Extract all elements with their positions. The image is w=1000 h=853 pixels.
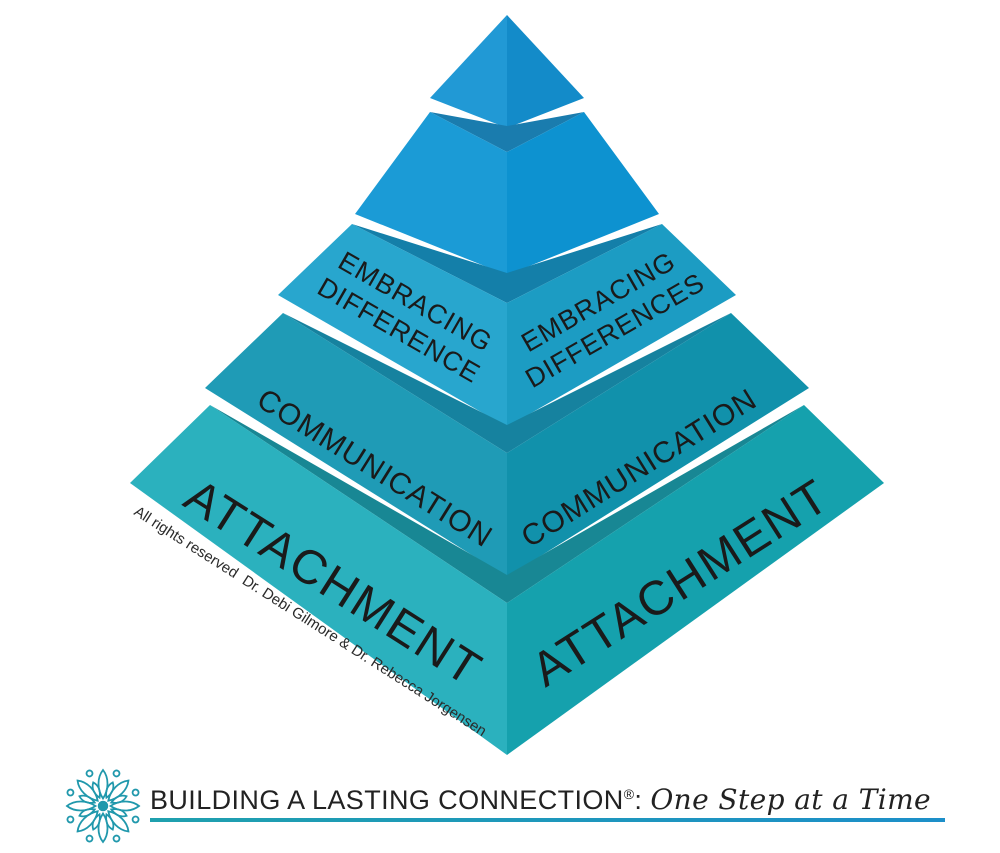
tier2-top-face-band: [430, 112, 584, 152]
mandala-center-dot: [97, 800, 109, 812]
mandala-petals: [65, 768, 141, 844]
tier3-left-face: [278, 224, 507, 427]
registered-mark: ®: [623, 786, 635, 802]
tier2-right-face: [507, 112, 659, 275]
colon-separator: :: [634, 785, 643, 815]
brand-name: BUILDING A LASTING CONNECTION: [150, 785, 624, 815]
underline-bar: [150, 818, 945, 822]
pyramid-graphic: EMBRACING DIFFERENCE EMBRACING DIFFERENC…: [130, 15, 884, 755]
tier4-top-face-band: [283, 313, 731, 453]
tagline: One Step at a Time: [650, 783, 931, 816]
tier5-right-face: [507, 405, 884, 755]
title-underline: [150, 818, 945, 822]
tier1-right-face: [507, 15, 584, 128]
tier3-top-face-band: [352, 224, 662, 303]
tier2-left-face: [355, 112, 507, 275]
tier1-left-face: [430, 15, 507, 128]
tier4-right-face: [507, 313, 809, 577]
tier3-right-face: [507, 224, 736, 427]
footer: BUILDING A LASTING CONNECTION®:One Step …: [0, 755, 1000, 853]
mandala-flower-icon: [65, 768, 141, 844]
footer-title: BUILDING A LASTING CONNECTION®:One Step …: [150, 783, 950, 816]
tier4-left-face: [205, 313, 507, 577]
tier5-left-face: [130, 405, 507, 755]
